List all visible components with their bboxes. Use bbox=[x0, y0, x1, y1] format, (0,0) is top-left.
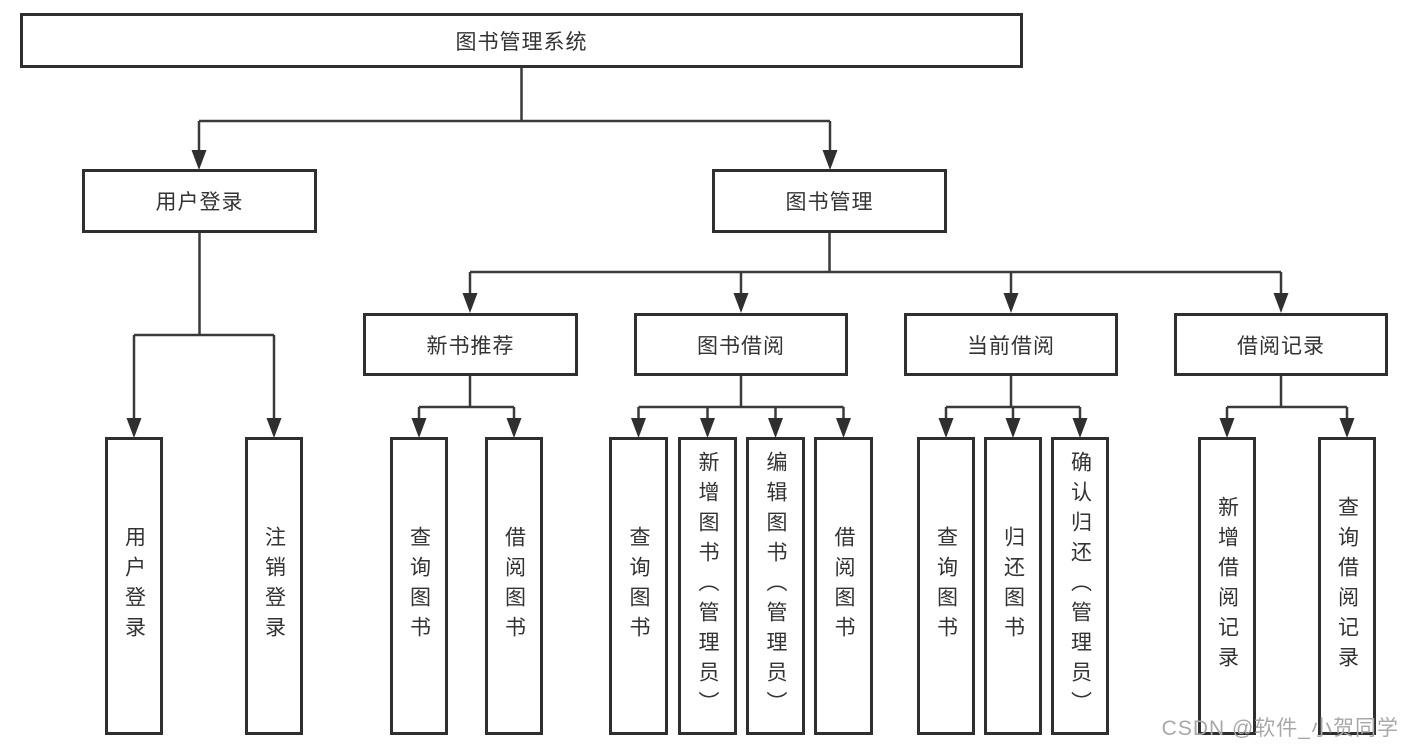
arrowhead bbox=[266, 418, 282, 438]
node-label: 借阅图书 bbox=[502, 526, 526, 646]
node-edit-books-admin: 编辑图书（管理员） bbox=[746, 437, 805, 735]
node-current-borrowing: 当前借阅 bbox=[904, 313, 1118, 376]
node-confirm-return-admin: 确认归还（管理员） bbox=[1051, 437, 1109, 735]
node-query-borrow-record: 查询借阅记录 bbox=[1318, 437, 1376, 735]
node-label: 图书管理系统 bbox=[455, 30, 588, 54]
node-book-management: 图书管理 bbox=[712, 169, 947, 233]
node-label: 确认归还（管理员） bbox=[1068, 451, 1092, 721]
arrowhead bbox=[126, 418, 142, 438]
arrowhead bbox=[1005, 418, 1021, 438]
node-label: 查询借阅记录 bbox=[1335, 496, 1359, 676]
node-label: 当前借阅 bbox=[967, 334, 1055, 358]
node-borrow-books-recommend: 借阅图书 bbox=[485, 437, 543, 735]
node-label: 借阅记录 bbox=[1237, 334, 1325, 358]
arrowhead bbox=[631, 418, 646, 438]
arrowhead bbox=[411, 418, 427, 438]
connector-segments bbox=[132, 68, 1349, 421]
node-borrowing-records: 借阅记录 bbox=[1174, 313, 1388, 376]
node-user-login-leaf: 用户登录 bbox=[105, 437, 163, 735]
node-query-books-borrowing: 查询图书 bbox=[609, 437, 668, 735]
node-add-borrow-record: 新增借阅记录 bbox=[1198, 437, 1256, 735]
arrowhead bbox=[191, 150, 207, 170]
arrowhead bbox=[1339, 418, 1355, 438]
node-label: 借阅图书 bbox=[832, 526, 856, 646]
node-return-books: 归还图书 bbox=[984, 437, 1042, 735]
arrowhead bbox=[1273, 293, 1289, 313]
node-label: 查询图书 bbox=[934, 526, 958, 646]
node-label: 归还图书 bbox=[1001, 526, 1025, 646]
node-user-login: 用户登录 bbox=[82, 169, 317, 233]
node-borrow-books: 借阅图书 bbox=[814, 437, 873, 735]
node-label: 图书管理 bbox=[785, 191, 874, 214]
node-label: 图书借阅 bbox=[697, 334, 785, 358]
node-book-borrowing: 图书借阅 bbox=[634, 313, 848, 376]
node-new-book-recommend: 新书推荐 bbox=[363, 313, 578, 376]
arrowhead bbox=[1219, 418, 1235, 438]
arrowhead bbox=[506, 418, 522, 438]
node-label: 新增借阅记录 bbox=[1215, 496, 1239, 676]
arrowhead bbox=[1003, 293, 1019, 313]
node-query-books-current: 查询图书 bbox=[917, 437, 975, 735]
node-add-books-admin: 新增图书（管理员） bbox=[678, 437, 737, 735]
node-label: 新增图书（管理员） bbox=[696, 451, 720, 721]
node-query-books-recommend: 查询图书 bbox=[390, 437, 448, 735]
node-label: 注销登录 bbox=[262, 526, 286, 646]
node-logout: 注销登录 bbox=[245, 437, 303, 735]
arrowhead bbox=[462, 293, 478, 313]
node-label: 新书推荐 bbox=[426, 334, 515, 358]
arrowhead bbox=[1072, 418, 1088, 438]
node-label: 用户登录 bbox=[155, 191, 244, 214]
arrowheads bbox=[126, 150, 1355, 438]
arrowhead bbox=[822, 150, 838, 170]
arrowhead bbox=[768, 418, 783, 438]
node-library-management-system: 图书管理系统 bbox=[20, 13, 1023, 68]
node-label: 编辑图书（管理员） bbox=[764, 451, 788, 721]
node-label: 查询图书 bbox=[407, 526, 431, 646]
arrowhead bbox=[733, 293, 749, 313]
arrowhead bbox=[700, 418, 715, 438]
node-label: 查询图书 bbox=[627, 526, 651, 646]
node-label: 用户登录 bbox=[122, 526, 146, 646]
arrowhead bbox=[938, 418, 954, 438]
arrowhead bbox=[836, 418, 851, 438]
watermark: CSDN @软件_小贺同学 bbox=[1161, 717, 1399, 740]
